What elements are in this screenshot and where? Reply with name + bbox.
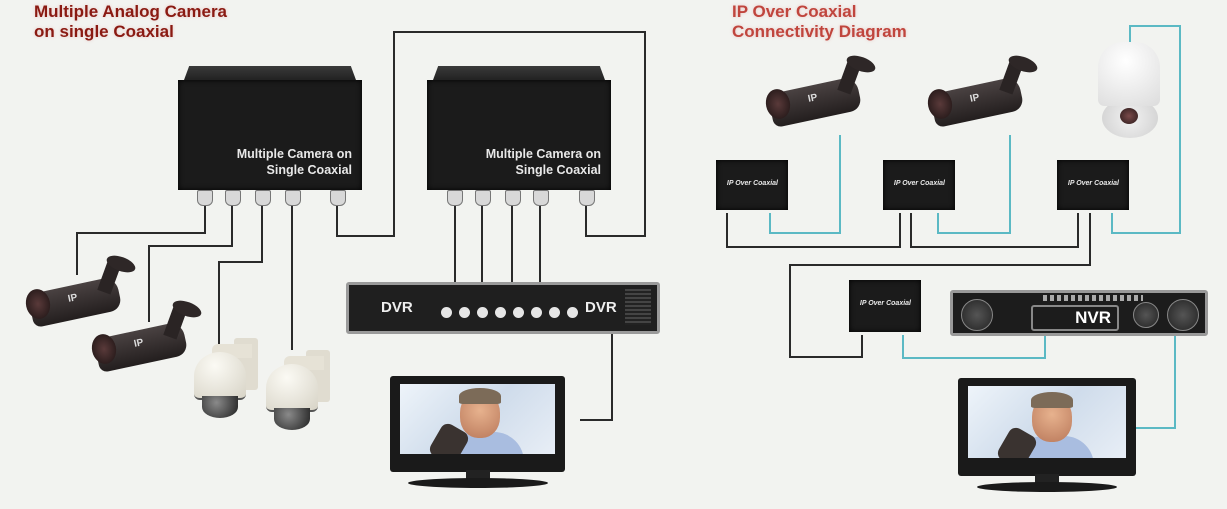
- coax-port-icon: [255, 190, 271, 206]
- ip-over-coax-adapter-1: IP Over Coaxial: [716, 160, 788, 210]
- ip-over-coax-adapter-4: IP Over Coaxial: [849, 280, 921, 332]
- mux-unit-1: Multiple Camera on Single Coaxial: [178, 66, 362, 190]
- dvr-label-right: DVR: [585, 299, 617, 316]
- nvr-nav-pad-icon: [1133, 302, 1159, 328]
- nvr-channel-keys: [1043, 295, 1143, 301]
- dvr-right-arrow-icon: [495, 307, 506, 318]
- dvr-button-icon: [441, 307, 452, 318]
- nvr-label: NVR: [1075, 308, 1111, 327]
- coax-port-icon: [285, 190, 301, 206]
- nvr-shuttle-knob-icon: [1167, 299, 1199, 331]
- coax-port-icon: [225, 190, 241, 206]
- coax-port-icon: [197, 190, 213, 206]
- dvr-vent-grille: [625, 289, 651, 325]
- dvr-button-icon: [459, 307, 470, 318]
- dvr-down-arrow-icon: [531, 307, 542, 318]
- nvr-display: NVR: [1031, 305, 1119, 331]
- ip-badge: IP: [66, 292, 79, 305]
- dvr-label-left: DVR: [381, 299, 413, 316]
- left-title-line2: on single Coaxial: [34, 22, 174, 41]
- right-title-line2: Connectivity Diagram: [732, 22, 907, 41]
- tv-monitor-right: [958, 378, 1136, 492]
- right-diagram-title: IP Over Coaxial Connectivity Diagram: [732, 2, 907, 42]
- coax-port-icon: [447, 190, 463, 206]
- mux-label-line2: Single Coaxial: [266, 163, 352, 177]
- mux-lid: [433, 66, 605, 80]
- dome-camera-icon: [194, 338, 264, 428]
- coax-port-icon: [475, 190, 491, 206]
- ip-over-coax-adapter-2: IP Over Coaxial: [883, 160, 955, 210]
- ip-badge: IP: [806, 92, 819, 105]
- tv-monitor-left: [390, 376, 565, 488]
- nvr-recorder: NVR: [950, 290, 1208, 336]
- dvr-left-arrow-icon: [477, 307, 488, 318]
- dvr-recorder: DVR DVR: [346, 282, 660, 334]
- right-title-line1: IP Over Coaxial: [732, 2, 857, 21]
- coax-port-icon: [330, 190, 346, 206]
- dvr-search-icon: [567, 307, 578, 318]
- dome-camera-icon: [266, 350, 336, 440]
- left-diagram-title: Multiple Analog Camera on single Coaxial: [34, 2, 227, 42]
- mux-label-line1: Multiple Camera on: [236, 147, 352, 161]
- coax-port-icon: [505, 190, 521, 206]
- mux-unit-2: Multiple Camera on Single Coaxial: [427, 66, 611, 190]
- ip-badge: IP: [968, 92, 981, 105]
- coax-port-icon: [579, 190, 595, 206]
- nvr-jog-knob-icon: [961, 299, 993, 331]
- mux-label: Multiple Camera on Single Coaxial: [486, 146, 601, 178]
- coax-port-icon: [533, 190, 549, 206]
- adapter-label: IP Over Coaxial: [1067, 180, 1119, 187]
- ip-over-coax-adapter-3: IP Over Coaxial: [1057, 160, 1129, 210]
- tv-screen: [968, 386, 1126, 458]
- mux-lid: [184, 66, 356, 80]
- dvr-button-icon: [549, 307, 560, 318]
- adapter-label: IP Over Coaxial: [726, 180, 778, 187]
- mux-label-line1: Multiple Camera on: [485, 147, 601, 161]
- left-title-line1: Multiple Analog Camera: [34, 2, 228, 21]
- ip-badge: IP: [132, 337, 145, 350]
- mux-label: Multiple Camera on Single Coaxial: [237, 146, 352, 178]
- dvr-up-arrow-icon: [513, 307, 524, 318]
- ptz-dome-camera-icon: [1098, 42, 1162, 142]
- adapter-label: IP Over Coaxial: [859, 300, 911, 307]
- tv-screen: [400, 384, 555, 454]
- adapter-label: IP Over Coaxial: [893, 180, 945, 187]
- mux-label-line2: Single Coaxial: [515, 163, 601, 177]
